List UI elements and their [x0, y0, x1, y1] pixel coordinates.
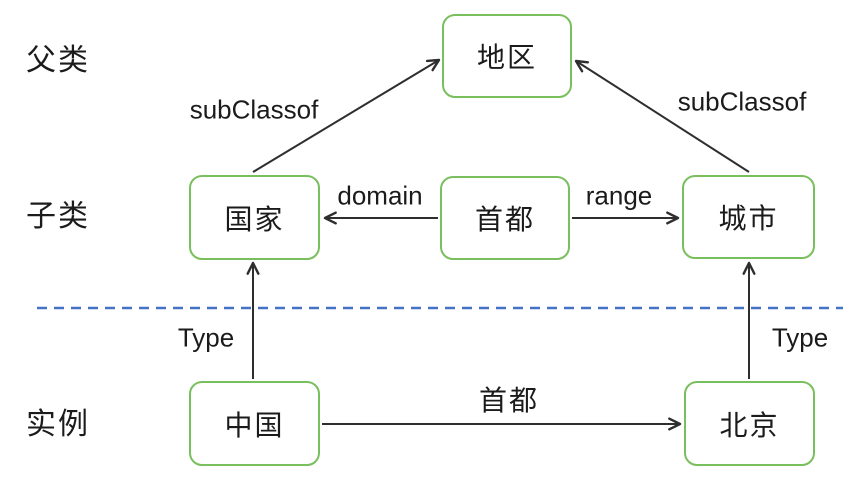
- edge-label-range: range: [585, 180, 653, 211]
- node-beijing: 北京: [684, 381, 815, 466]
- edge-label-subclassof-left: subClassof: [189, 94, 319, 125]
- edge-label-type-right: Type: [771, 322, 829, 353]
- edge-label-domain: domain: [337, 180, 423, 211]
- node-capital-property: 首都: [440, 176, 570, 260]
- row-label-parent-class: 父类: [26, 44, 90, 77]
- edge-label-type-left: Type: [177, 322, 235, 353]
- edge-label-capital-relation: 首都: [478, 385, 540, 416]
- arrow-subclassof-country-region: [252, 58, 441, 173]
- node-china: 中国: [189, 381, 320, 466]
- node-region: 地区: [442, 14, 572, 98]
- row-label-sub-class: 子类: [26, 200, 90, 233]
- row-label-instance: 实例: [26, 408, 90, 441]
- edge-label-subclassof-right: subClassof: [677, 86, 807, 117]
- arrow-subclassof-city-region: [574, 59, 750, 173]
- node-city: 城市: [682, 175, 815, 259]
- node-country: 国家: [189, 175, 320, 260]
